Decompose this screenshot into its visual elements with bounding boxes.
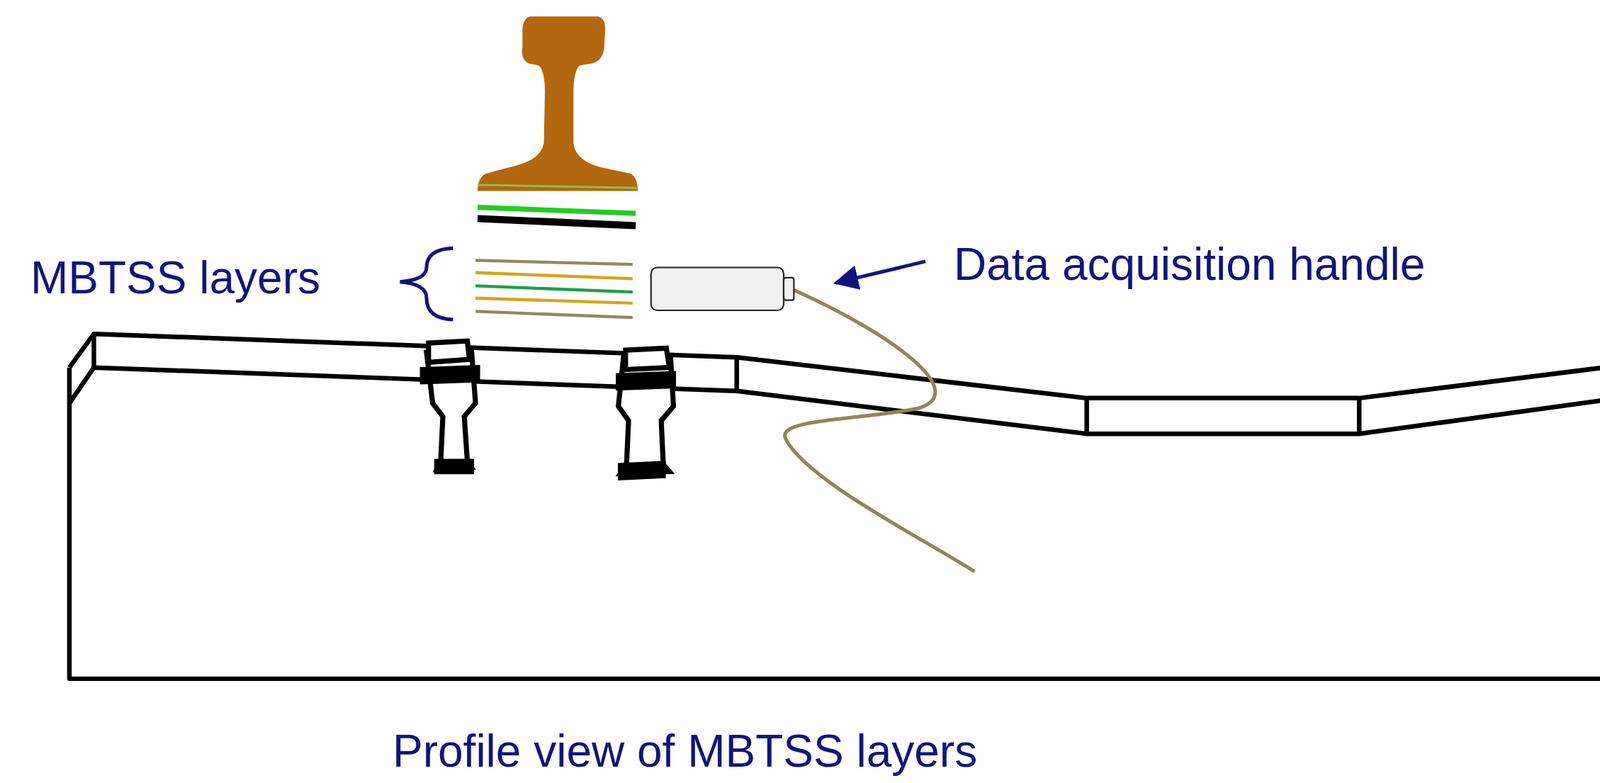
brace (400, 248, 454, 320)
handle-connector (783, 277, 794, 301)
cable (785, 289, 976, 572)
callout-label: Data acquisition handle (953, 239, 1425, 290)
rail-clip (422, 340, 478, 472)
group-label: MBTSS layers (30, 252, 321, 303)
pointer-arrow (835, 261, 926, 283)
ground-profile (69, 333, 1600, 679)
rail-clip (618, 347, 674, 478)
mbtss-layers (475, 184, 638, 318)
data-acquisition-handle (651, 267, 784, 311)
caption: Profile view of MBTSS layers (392, 726, 978, 776)
rail (477, 16, 638, 191)
